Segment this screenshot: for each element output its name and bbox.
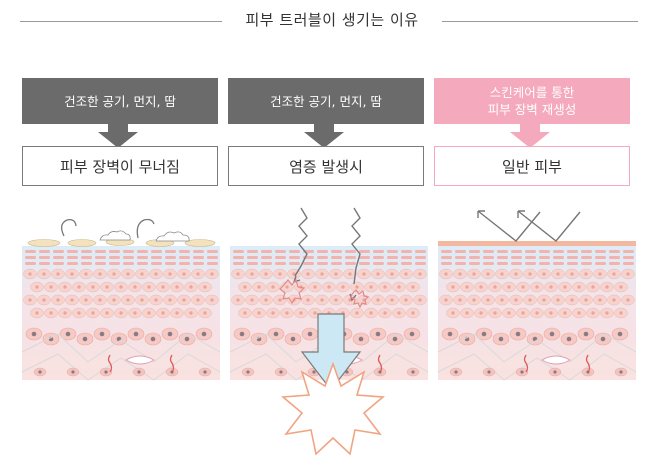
skin-cell-layers [21,250,637,381]
result-box-1: 피부 장벽이 무너짐 [22,146,218,186]
cause-box-3-line1: 스킨케어를 통한 [489,85,575,100]
healthy-barrier [438,241,636,246]
large-down-arrow [300,313,362,391]
cause-box-2: 건조한 공기, 먼지, 땀 [228,78,424,124]
starburst-icon [280,361,386,456]
diagram-title: 피부 트러블이 생기는 이유 [245,11,419,29]
title-rule-right [442,21,638,22]
result-box-3: 일반 피부 [434,146,630,186]
title-rule-left [20,21,222,22]
wavy-arrow-icon [136,218,155,239]
wavy-arrow-icon [60,218,77,237]
down-arrow-icon [304,124,344,148]
dust-clouds [99,230,190,242]
inflammation-spot [279,278,370,309]
cause-box-3-line2: 피부 장벽 재생성 [487,102,577,117]
cause-box-3: 스킨케어를 통한 피부 장벽 재생성 [434,78,630,124]
reflect-arrow-icon [477,210,581,242]
diagram-header: 피부 트러블이 생기는 이유 [0,8,658,34]
down-arrow-icon [98,124,138,148]
broken-barrier [27,238,216,247]
cause-box-1: 건조한 공기, 먼지, 땀 [22,78,218,124]
down-arrow-icon [510,124,550,148]
result-box-2: 염증 발생시 [228,146,424,186]
